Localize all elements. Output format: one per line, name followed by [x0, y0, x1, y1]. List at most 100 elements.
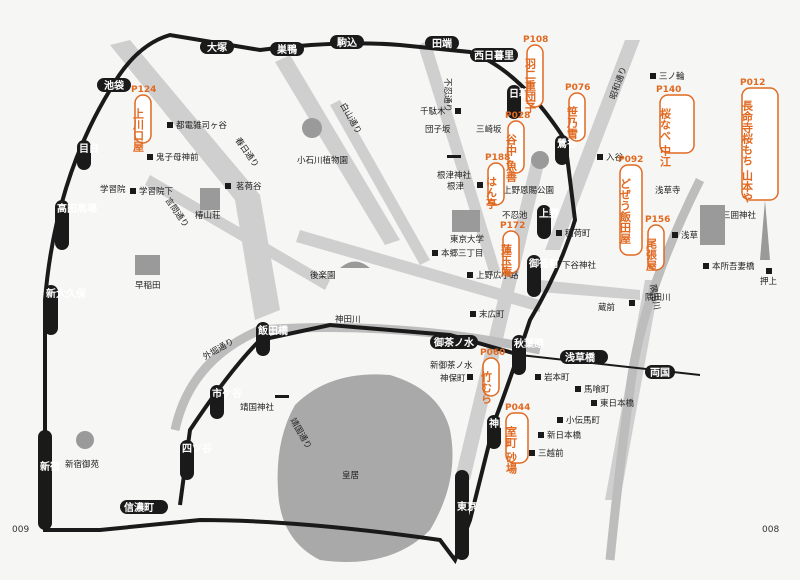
place-label: 椿山荘	[195, 210, 221, 221]
station-komagome: 駒込	[336, 36, 357, 49]
dot	[591, 400, 597, 406]
shop-code: P188	[485, 153, 510, 163]
place-label: 都電雑司ヶ谷	[176, 120, 228, 131]
station-iidabashi: 飯田橋	[257, 324, 289, 337]
shop-pill	[619, 164, 643, 256]
road-label: 春日通り	[233, 135, 262, 169]
shop-name: 谷中 魚善	[505, 133, 518, 183]
station-tokyo: 東京	[457, 500, 477, 513]
station-nishinippori: 西日暮里	[474, 49, 514, 62]
road-band	[275, 55, 400, 245]
station-pill	[180, 440, 194, 480]
station-pill	[210, 385, 224, 419]
shop-name: 室町 砂場	[505, 425, 518, 475]
station-shinokubo: 新大久保	[46, 287, 87, 300]
dot	[167, 122, 173, 128]
place-label: 隅田川	[645, 293, 671, 303]
dot	[672, 232, 678, 238]
station-pill	[38, 430, 52, 530]
shop-p108[interactable]: P108 羽二重団子	[523, 35, 548, 114]
dot	[597, 154, 603, 160]
shop-code: P108	[523, 35, 548, 45]
shop-name: 笹乃雪	[566, 105, 580, 140]
station-takadanobaba: 高田馬場	[57, 202, 97, 215]
station-pill	[97, 78, 131, 92]
dot	[467, 374, 473, 380]
dot	[629, 300, 635, 306]
shop-p060[interactable]: P060 竹むら	[480, 348, 506, 404]
dot	[147, 154, 153, 160]
dot	[556, 230, 562, 236]
shop-code: P172	[500, 221, 525, 231]
station-pill	[527, 255, 541, 297]
shop-p044[interactable]: P044 室町 砂場	[505, 403, 531, 475]
landmark-icons	[76, 118, 770, 449]
shop-p076[interactable]: P076 笹乃雪	[565, 83, 590, 142]
dot	[650, 73, 656, 79]
station-ryogoku: 両国	[650, 367, 670, 379]
place-label: 三越前	[538, 448, 564, 459]
shop-pill	[659, 94, 695, 154]
shop-p012[interactable]: P012 長命寺桜もち 山本や	[740, 78, 779, 203]
station-pill	[470, 48, 518, 62]
shop-name: はん亭	[485, 176, 498, 210]
shop-pill	[482, 357, 500, 397]
station-pill	[200, 40, 234, 54]
building-icon	[452, 210, 480, 232]
place-label: 東京大学	[450, 234, 485, 245]
shop-p156[interactable]: P156 尾張屋	[645, 215, 671, 272]
station-ichigaya: 市ケ谷	[212, 387, 243, 400]
shop-p188[interactable]: P188 はん亭	[485, 153, 511, 210]
shop-p172[interactable]: P172 蓮玉庵	[500, 221, 526, 278]
station-tabata: 田端	[432, 37, 452, 50]
shop-p028[interactable]: P028 谷中 魚善	[505, 111, 531, 183]
place-label: 根津神社	[437, 170, 472, 181]
dot	[467, 272, 473, 278]
dot	[766, 268, 772, 274]
place-label: 小石川植物園	[297, 155, 348, 166]
place-label: 岩本町	[544, 372, 570, 383]
place-label: 東日本橋	[600, 398, 635, 409]
place-labels: 都電雑司ヶ谷 鬼子母神前 学習院 学習院下 椿山荘 茗荷谷 小石川植物園 千駄木…	[65, 71, 778, 470]
building-icon	[135, 255, 160, 275]
dot	[575, 386, 581, 392]
shop-code: P092	[618, 155, 643, 165]
dot	[130, 188, 136, 194]
place-label: 下谷神社	[562, 260, 597, 271]
place-label: 千駄木	[420, 106, 446, 117]
station-pill	[555, 135, 569, 165]
shop-name: 桜なべ 中江	[659, 107, 672, 168]
place-label: 小伝馬町	[566, 415, 601, 426]
place-label: 後楽園	[310, 270, 336, 281]
page-number-right: 008	[762, 525, 779, 535]
station-sugamo: 巣鴨	[276, 43, 297, 56]
road-band	[540, 280, 640, 300]
shop-pill	[647, 224, 665, 271]
station-ueno: 上野	[539, 207, 559, 220]
chuo-line	[178, 322, 521, 506]
station-pill	[645, 365, 675, 379]
page-number-left: 009	[12, 525, 29, 535]
dot	[477, 182, 483, 188]
roads	[110, 40, 660, 500]
sumida-river	[605, 177, 705, 561]
shop-p124[interactable]: P124 上川口屋	[131, 85, 156, 153]
road-band	[455, 158, 545, 480]
shop-pill	[134, 94, 152, 144]
shop-p140[interactable]: P140 桜なべ 中江	[656, 85, 695, 168]
kokyo-label: 皇居	[342, 470, 359, 481]
dot	[557, 417, 563, 423]
place-label: 早稲田	[135, 280, 161, 291]
road-band	[110, 40, 280, 320]
shop-p092[interactable]: P092 どぜう飯田屋	[618, 155, 643, 256]
shop-pill	[741, 87, 779, 201]
building-icon	[700, 205, 725, 245]
station-pill	[512, 335, 526, 375]
station-pill	[425, 36, 459, 50]
shop-pill	[502, 230, 520, 274]
dot	[455, 108, 461, 114]
road-label: 隅田川	[647, 284, 661, 311]
place-label: 団子坂	[425, 124, 451, 135]
shop-code: P044	[505, 403, 530, 413]
